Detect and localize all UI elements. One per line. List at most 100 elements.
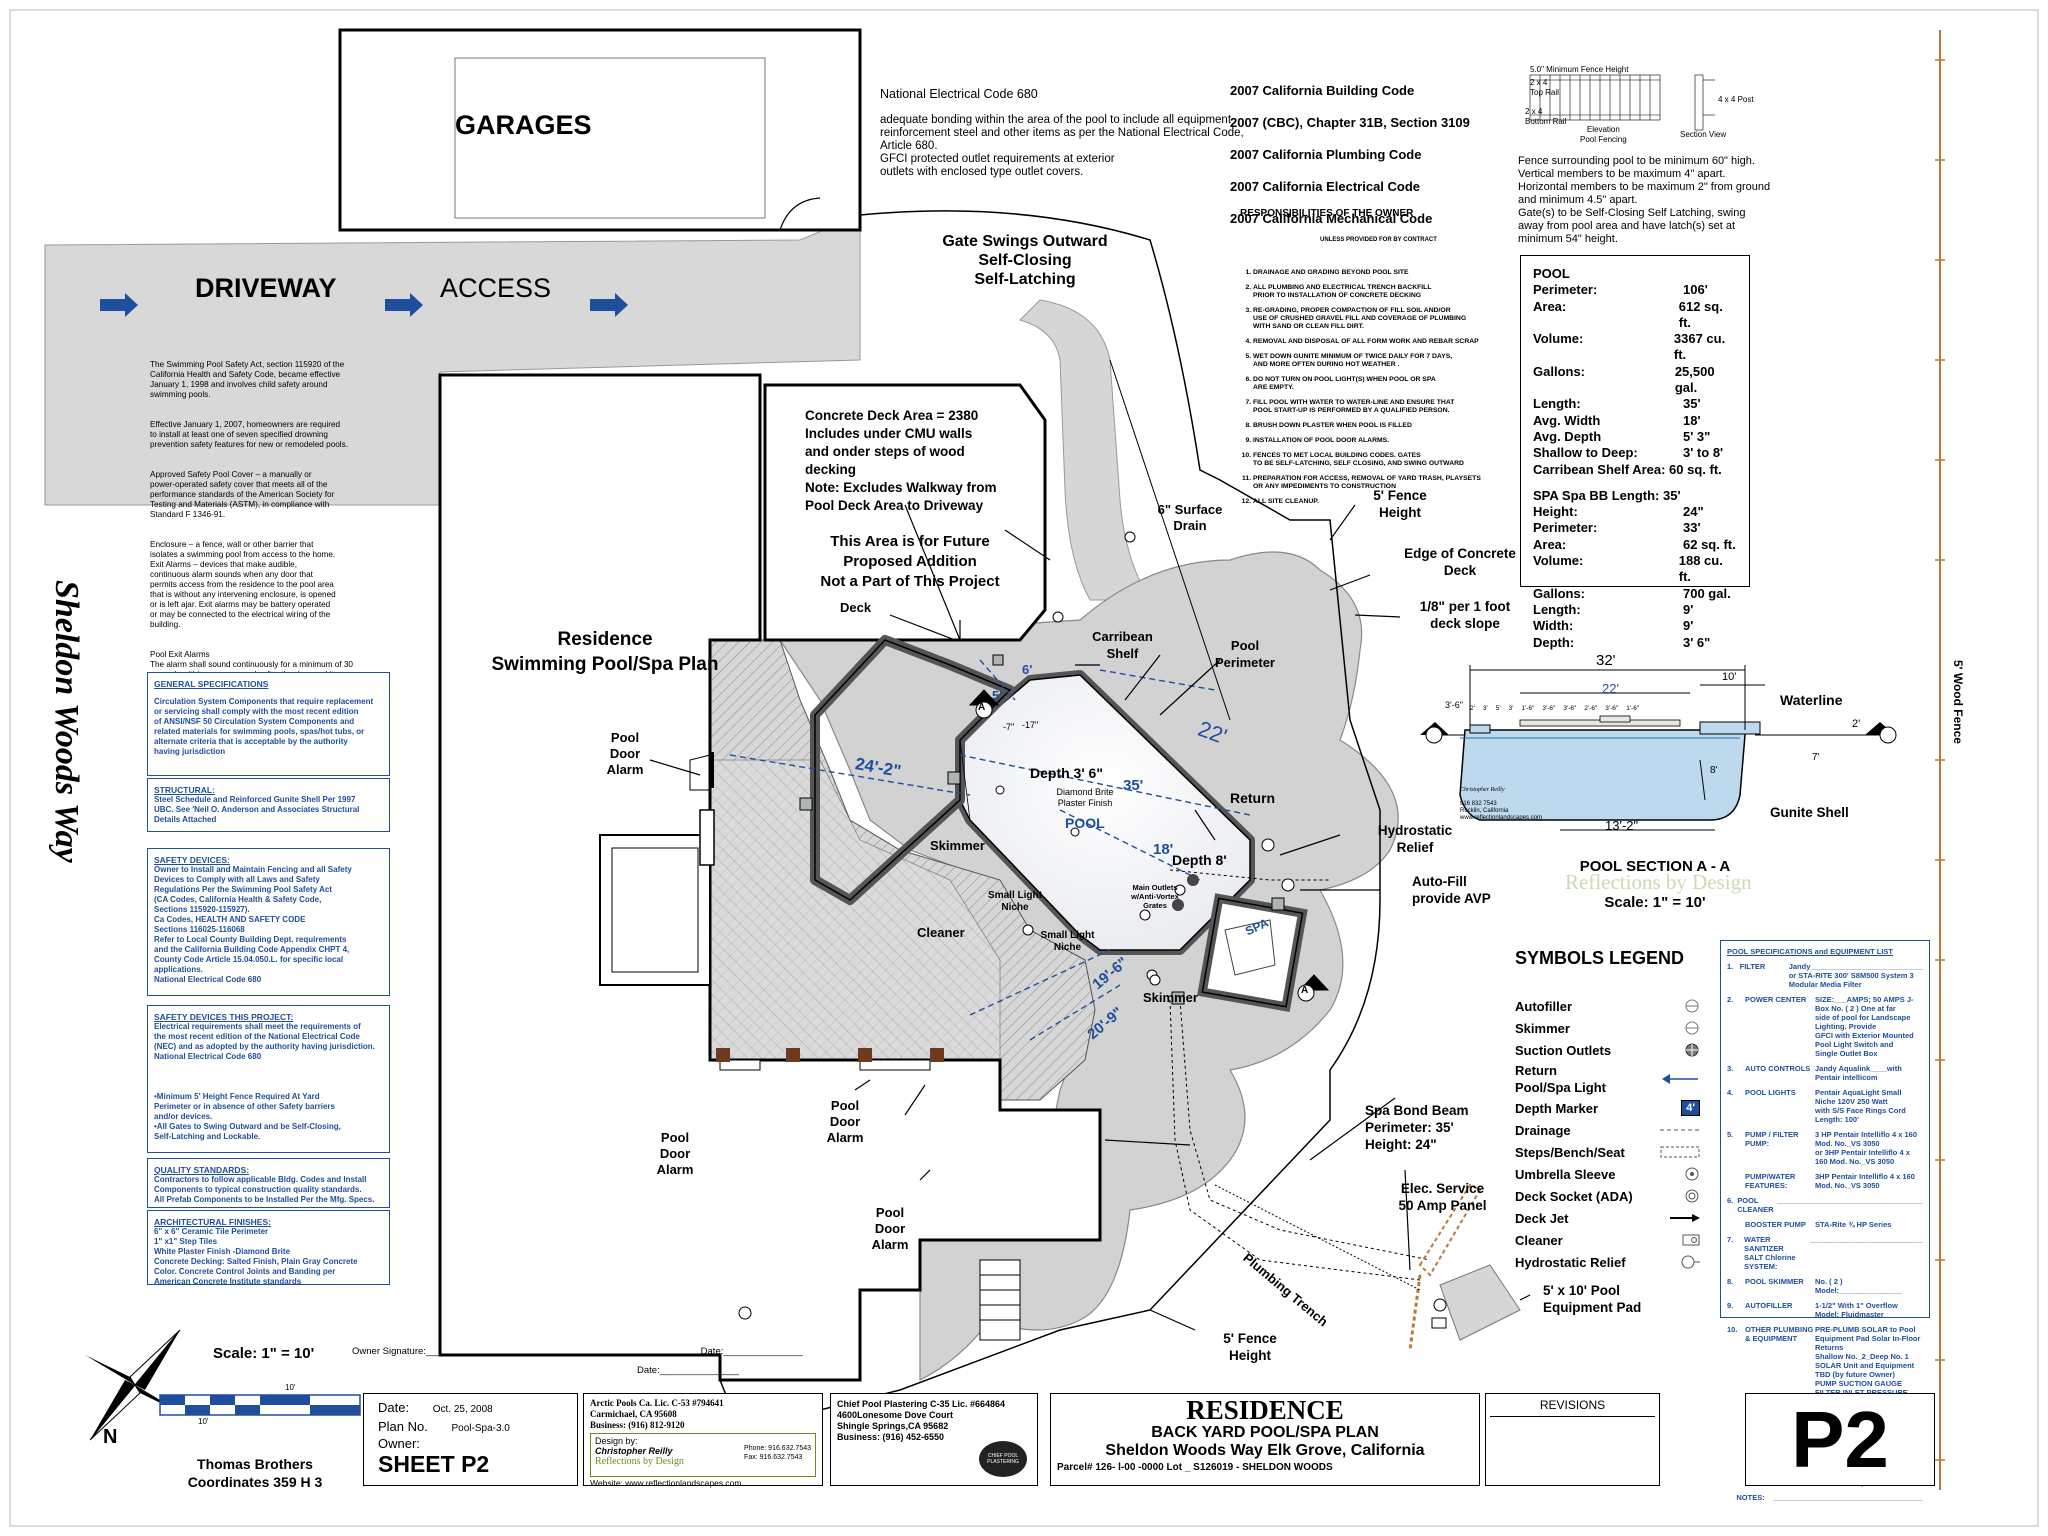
depth-deep-label: Depth 8' [1172, 852, 1227, 868]
fence-section-label: Section View [1680, 130, 1727, 139]
spa-stat-row-key: Height: [1533, 504, 1578, 520]
equipment-cell: NOTES: [1736, 1493, 1765, 1502]
project-safety-text: Electrical requirements shall meet the r… [154, 1022, 375, 1141]
legend-row: Suction Outlets [1515, 1039, 1710, 1061]
legend-row: Autofiller [1515, 995, 1710, 1017]
section-small-dim: 2' [1470, 705, 1475, 712]
deck-slope-label: 1/8" per 1 foot deck slope [1419, 599, 1511, 631]
equipment-cell: 2. [1727, 995, 1734, 1004]
spa-stat-row-key: Perimeter: [1533, 520, 1598, 536]
section-signature: Christopher Reilly 916 832 7543 Rocklin,… [1460, 780, 1542, 829]
equipment-cell: 1. [1727, 962, 1734, 971]
equipment-pad [1439, 1264, 1521, 1341]
pool-stat-row-value: 35' [1683, 396, 1701, 412]
code-list: 2007 California Building Code 2007 (CBC)… [1230, 67, 1470, 243]
skimmer-label: Skimmer [1143, 990, 1198, 1005]
auto-fill-label: Auto-Fill provide AVP [1412, 874, 1491, 906]
pool-door-alarm-label: Pool Door Alarm [871, 1205, 909, 1252]
spa-stat-row-value: 62 sq. ft. [1683, 536, 1736, 552]
plan-label: Plan No. [378, 1419, 428, 1434]
pool-data-box: POOL Perimeter:106'Area:612 sq. ft.Volum… [1520, 255, 1750, 650]
pool-stat-row-value: 25,500 gal. [1674, 363, 1715, 396]
equipment-list-box: POOL SPECIFICATIONS and EQUIPMENT LIST 1… [1720, 940, 1930, 1502]
legend-item-name: Skimmer [1515, 1020, 1570, 1036]
code-item: 2007 California Plumbing Code [1230, 147, 1422, 162]
spa-stat-row-key: Width: [1533, 618, 1574, 634]
shelf-area: Carribean Shelf Area: 60 sq. ft. [1533, 461, 1722, 477]
project-parcel: Parcel# 126- l-00 -0000 Lot _ S126019 - … [1057, 1462, 1333, 1473]
owner-resp-list: DRAINAGE AND GRADING BEYOND POOL SITEALL… [1235, 269, 1525, 506]
equipment-cell: PUMP / FILTER PUMP: [1745, 1130, 1799, 1148]
sheet-number: P2 [1791, 1394, 1889, 1484]
structural-spec-box: STRUCTURAL: Steel Schedule and Reinforce… [147, 778, 390, 832]
designer-block: Design by: Christopher Reilly Reflection… [590, 1433, 816, 1477]
fence-elevation-drawing [1529, 74, 1715, 131]
quality-title: QUALITY STANDARDS: [154, 1165, 250, 1175]
owner-label: Owner: [378, 1436, 420, 1451]
section-dim-7: 7' [1812, 752, 1820, 763]
pool-stat-row: Area:612 sq. ft. [1533, 299, 1737, 332]
date-value: Oct. 25, 2008 [432, 1404, 493, 1415]
project-safety-title: SAFETY DEVICES THIS PROJECT: [154, 1012, 294, 1022]
equipment-cell: POOL SKIMMER [1745, 1277, 1804, 1286]
spa-stat-row-key: Gallons: [1533, 585, 1586, 601]
legend-row: Return Pool/Spa Light [1515, 1061, 1710, 1097]
pool-stat-row-key: Volume: [1533, 331, 1584, 347]
fence-post: 4 x 4 Post [1718, 95, 1754, 104]
owner-resp-item: ALL SITE CLEANUP. [1253, 498, 1525, 506]
equipment-cell: Pentair AquaLight Small Niche 120V 250 W… [1815, 1088, 1906, 1124]
legend-row: Hydrostatic Relief [1515, 1251, 1710, 1273]
section-small-dim: 3' [1508, 705, 1514, 712]
titleblock-sheet-number: P2 [1745, 1393, 1935, 1486]
pool-rows: Perimeter:106'Area:612 sq. ft.Volume:336… [1533, 282, 1737, 461]
owner-resp-item: ALL PLUMBING AND ELECTRICAL TRENCH BACKF… [1253, 284, 1525, 300]
section-small-dim: 3'-6" [1542, 705, 1556, 712]
architectural-finishes-box: ARCHITECTURAL FINISHES: 6" x 6" Ceramic … [147, 1210, 390, 1286]
spa-stat-row-value: 3' 6" [1683, 634, 1711, 650]
project-address: Sheldon Woods Way Elk Grove, California [1105, 1442, 1425, 1459]
section-sig-lines: 916 832 7543 Rocklin, California www.ref… [1460, 801, 1543, 821]
legend-item-name: Steps/Bench/Seat [1515, 1144, 1625, 1160]
depth-shallow-label: Depth 3' 6" [1030, 765, 1103, 781]
plan-value: Pool-Spa-3.0 [451, 1423, 510, 1434]
dim-6: 6' [1022, 662, 1033, 677]
owner-responsibilities: RESPONSIBILITIES OF THE OWNER UNLESS PRO… [1235, 190, 1525, 531]
dim-17in: -17" [1022, 720, 1039, 730]
spa-stat-row-value: 24" [1683, 504, 1704, 520]
pool-stat-row-value: 3367 cu. ft. [1673, 331, 1726, 363]
pool-stat-row: Length:35' [1533, 396, 1737, 412]
owner-resp-item: FILL POOL WITH WATER TO WATER-LINE AND E… [1253, 399, 1525, 415]
section-title-text: POOL SECTION A - A [1579, 858, 1731, 875]
arctic-pools: Arctic Pools Ca. Lic. C-53 #794641 Carmi… [590, 1398, 724, 1430]
elec-service-label: Elec. Service 50 Amp Panel [1398, 1181, 1487, 1213]
pool-stat-row-key: Perimeter: [1533, 282, 1598, 298]
street-name: Sheldon Woods Way [48, 580, 85, 863]
equipment-cell: ____________________________________ [1772, 1493, 1923, 1502]
fence-min-height: 5.0" Minimum Fence Height [1530, 65, 1629, 74]
titleblock-date: Date: Oct. 25, 2008 Plan No. Pool-Spa-3.… [363, 1393, 578, 1486]
owner-resp-item: INSTALLATION OF POOL DOOR ALARMS. [1253, 437, 1525, 445]
general-spec-text: Circulation System Components that requi… [154, 697, 374, 756]
future-addition-note: This Area is for Future Proposed Additio… [820, 533, 1000, 590]
residence-title: Residence Swimming Pool/Spa Plan [491, 629, 719, 675]
spa-stat-row-key: Depth: [1533, 634, 1575, 650]
designer-website: Website: www.reflectionlandscapes.com [590, 1478, 742, 1488]
equipment-cell: AUTOFILLER [1745, 1301, 1793, 1310]
circle-line-icon [1684, 1020, 1700, 1036]
titleblock-project: RESIDENCE BACK YARD POOL/SPA PLAN Sheldo… [1050, 1393, 1480, 1486]
dim-18: 18' [1153, 841, 1174, 858]
gate-label: Gate Swings Outward Self-Closing Self-La… [942, 233, 1108, 288]
hydrostatic-relief-label: Hydrostatic Relief [1377, 823, 1453, 855]
section-sig-name: Christopher Reilly [1460, 787, 1505, 793]
north-label: N [103, 1426, 118, 1448]
depth-icon: 4' [1681, 1100, 1700, 1116]
ring-icon [1684, 1166, 1700, 1182]
equipment-cell: WATER SANITIZER SALT Chlorine SYSTEM: [1744, 1235, 1796, 1271]
legend-title: SYMBOLS LEGEND [1515, 948, 1685, 968]
pool-data-table: POOL Perimeter:106'Area:612 sq. ft.Volum… [1533, 266, 1737, 651]
